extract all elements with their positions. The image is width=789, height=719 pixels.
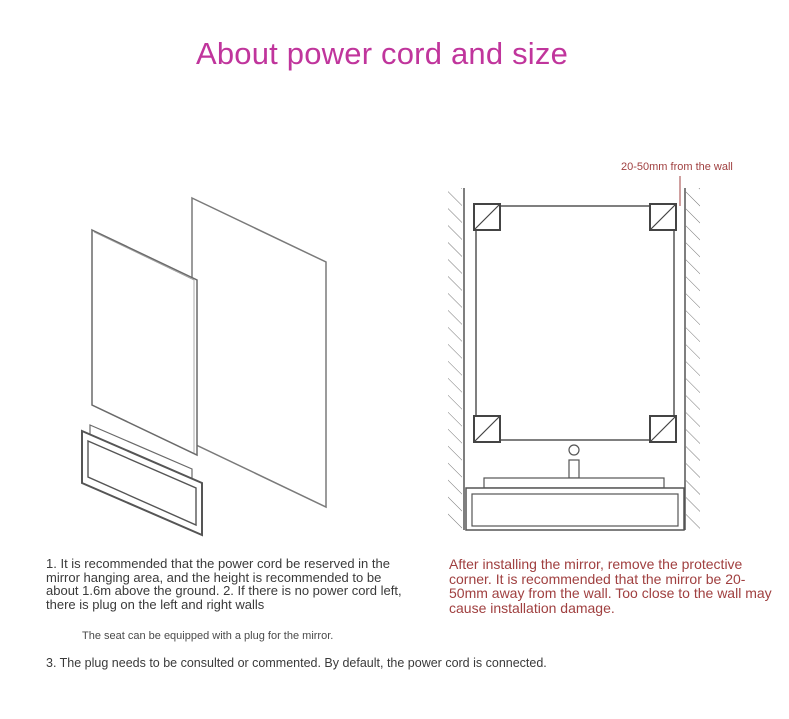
corner-top-right xyxy=(649,203,677,231)
right-wall-hatch xyxy=(686,188,700,530)
lamp-box-outer xyxy=(81,429,203,537)
corner-top-left xyxy=(473,203,501,231)
installation-diagram: 20-50mm from the wall xyxy=(448,161,733,531)
installation-note: After installing the mirror, remove the … xyxy=(449,556,772,616)
plug-note: 3. The plug needs to be consulted or com… xyxy=(46,656,547,670)
wall-distance-label: 20-50mm from the wall xyxy=(621,161,733,173)
page-title: About power cord and size xyxy=(195,36,569,71)
cabinet-drawer xyxy=(471,493,679,527)
faucet-body xyxy=(568,459,580,479)
mirror-exploded-illustration xyxy=(81,196,327,537)
power-cord-note: 1. It is recommended that the power cord… xyxy=(46,556,402,612)
corner-bottom-left xyxy=(473,415,501,443)
mirror xyxy=(475,205,675,441)
back-panel xyxy=(191,196,327,509)
basin xyxy=(483,477,665,489)
faucet-knob xyxy=(568,444,580,456)
seat-plug-note: The seat can be equipped with a plug for… xyxy=(82,630,334,642)
lamp-box-inner xyxy=(87,439,197,527)
corner-bottom-right xyxy=(649,415,677,443)
left-wall-hatch xyxy=(448,188,462,530)
mirror-panel xyxy=(91,228,198,457)
